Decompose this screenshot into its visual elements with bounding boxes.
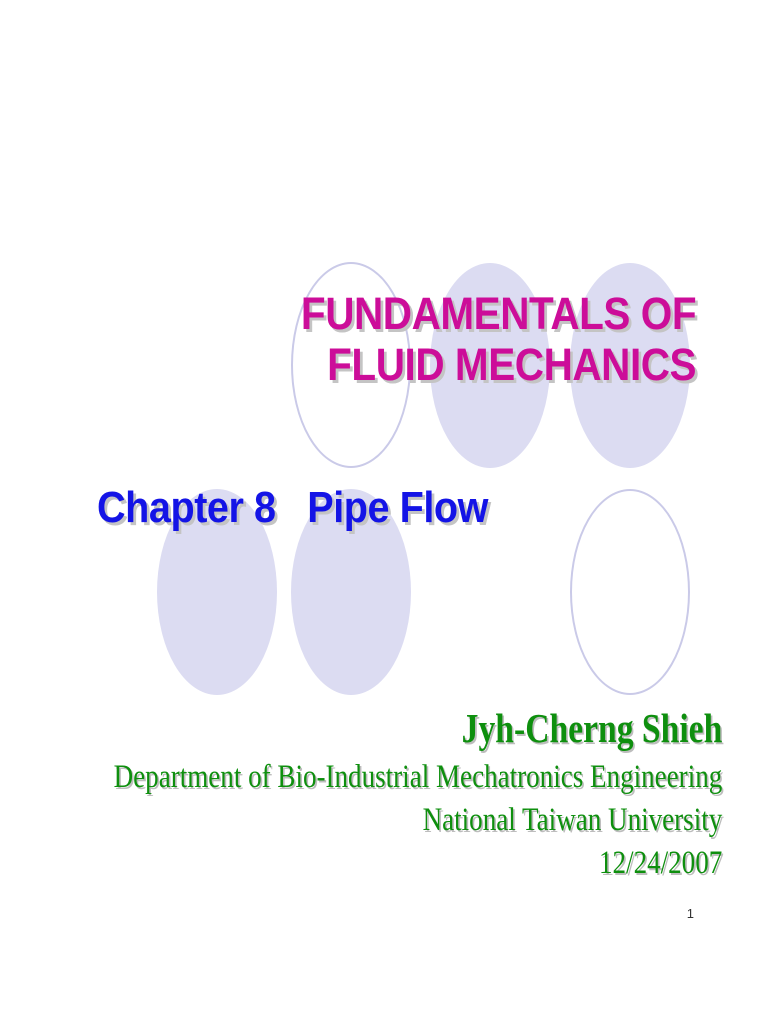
date: 12/24/2007 — [598, 845, 722, 881]
chapter-heading: Chapter 8 Pipe Flow — [97, 483, 489, 532]
page-number: 1 — [686, 906, 694, 921]
title-line: FLUID MECHANICS — [327, 339, 696, 390]
department: Department of Bio-Industrial Mechatronic… — [113, 759, 722, 795]
title-line: FUNDAMENTALS OF — [300, 288, 697, 339]
decorative-circle-filled — [570, 263, 690, 468]
decorative-circle-filled — [430, 263, 550, 468]
decorative-circle-filled — [157, 489, 277, 695]
author-name: Jyh-Cherng Shieh — [461, 705, 722, 751]
decorative-circle-outline — [291, 262, 411, 468]
author-info: Jyh-Cherng Shieh Department of Bio-Indus… — [113, 700, 722, 885]
decorative-circle-filled — [291, 489, 411, 695]
university: National Taiwan University — [422, 802, 722, 838]
slide-title: FUNDAMENTALS OF FLUID MECHANICS — [300, 288, 697, 390]
decorative-circle-outline — [570, 489, 690, 695]
